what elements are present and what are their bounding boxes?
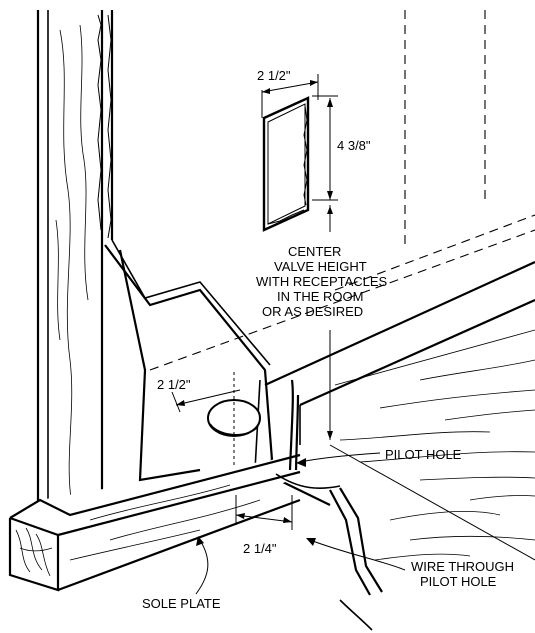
hidden-stud-lines bbox=[149, 10, 535, 371]
box-height-dimension bbox=[312, 95, 338, 201]
box-height-label: 4 3/8" bbox=[337, 138, 371, 153]
sole-plate-label: SOLE PLATE bbox=[142, 596, 221, 611]
sole-plate bbox=[8, 453, 301, 592]
center-note-line5: OR AS DESIRED bbox=[262, 304, 363, 319]
wire bbox=[275, 379, 383, 631]
hole-diameter-dimension bbox=[171, 389, 241, 413]
electrical-box bbox=[262, 96, 310, 232]
back-plate bbox=[264, 260, 535, 445]
wall-stud bbox=[36, 10, 104, 520]
center-height-note: CENTER VALVE HEIGHT WITH RECEPTACLES IN … bbox=[256, 244, 388, 319]
center-note-line4: IN THE ROOM bbox=[277, 289, 363, 304]
center-note-line3: WITH RECEPTACLES bbox=[256, 274, 388, 289]
box-width-label: 2 1/2" bbox=[257, 68, 291, 83]
pilot-hole-label: PILOT HOLE bbox=[385, 447, 462, 462]
hole-diameter-label: 2 1/2" bbox=[157, 377, 191, 392]
offset-dimension bbox=[235, 495, 293, 530]
drilled-hole bbox=[207, 372, 261, 500]
box-width-dimension bbox=[261, 74, 319, 118]
offset-label: 2 1/4" bbox=[243, 541, 277, 556]
center-height-dimension bbox=[327, 205, 333, 440]
wire-leader bbox=[306, 538, 406, 571]
sole-plate-leader bbox=[195, 536, 209, 595]
wire-label-line2: PILOT HOLE bbox=[420, 574, 497, 589]
center-note-line2: VALVE HEIGHT bbox=[274, 259, 367, 274]
floor-boards bbox=[329, 329, 535, 561]
pilot-hole-leader bbox=[296, 452, 381, 467]
wire-label-line1: WIRE THROUGH bbox=[411, 559, 514, 574]
center-note-line1: CENTER bbox=[288, 244, 341, 259]
